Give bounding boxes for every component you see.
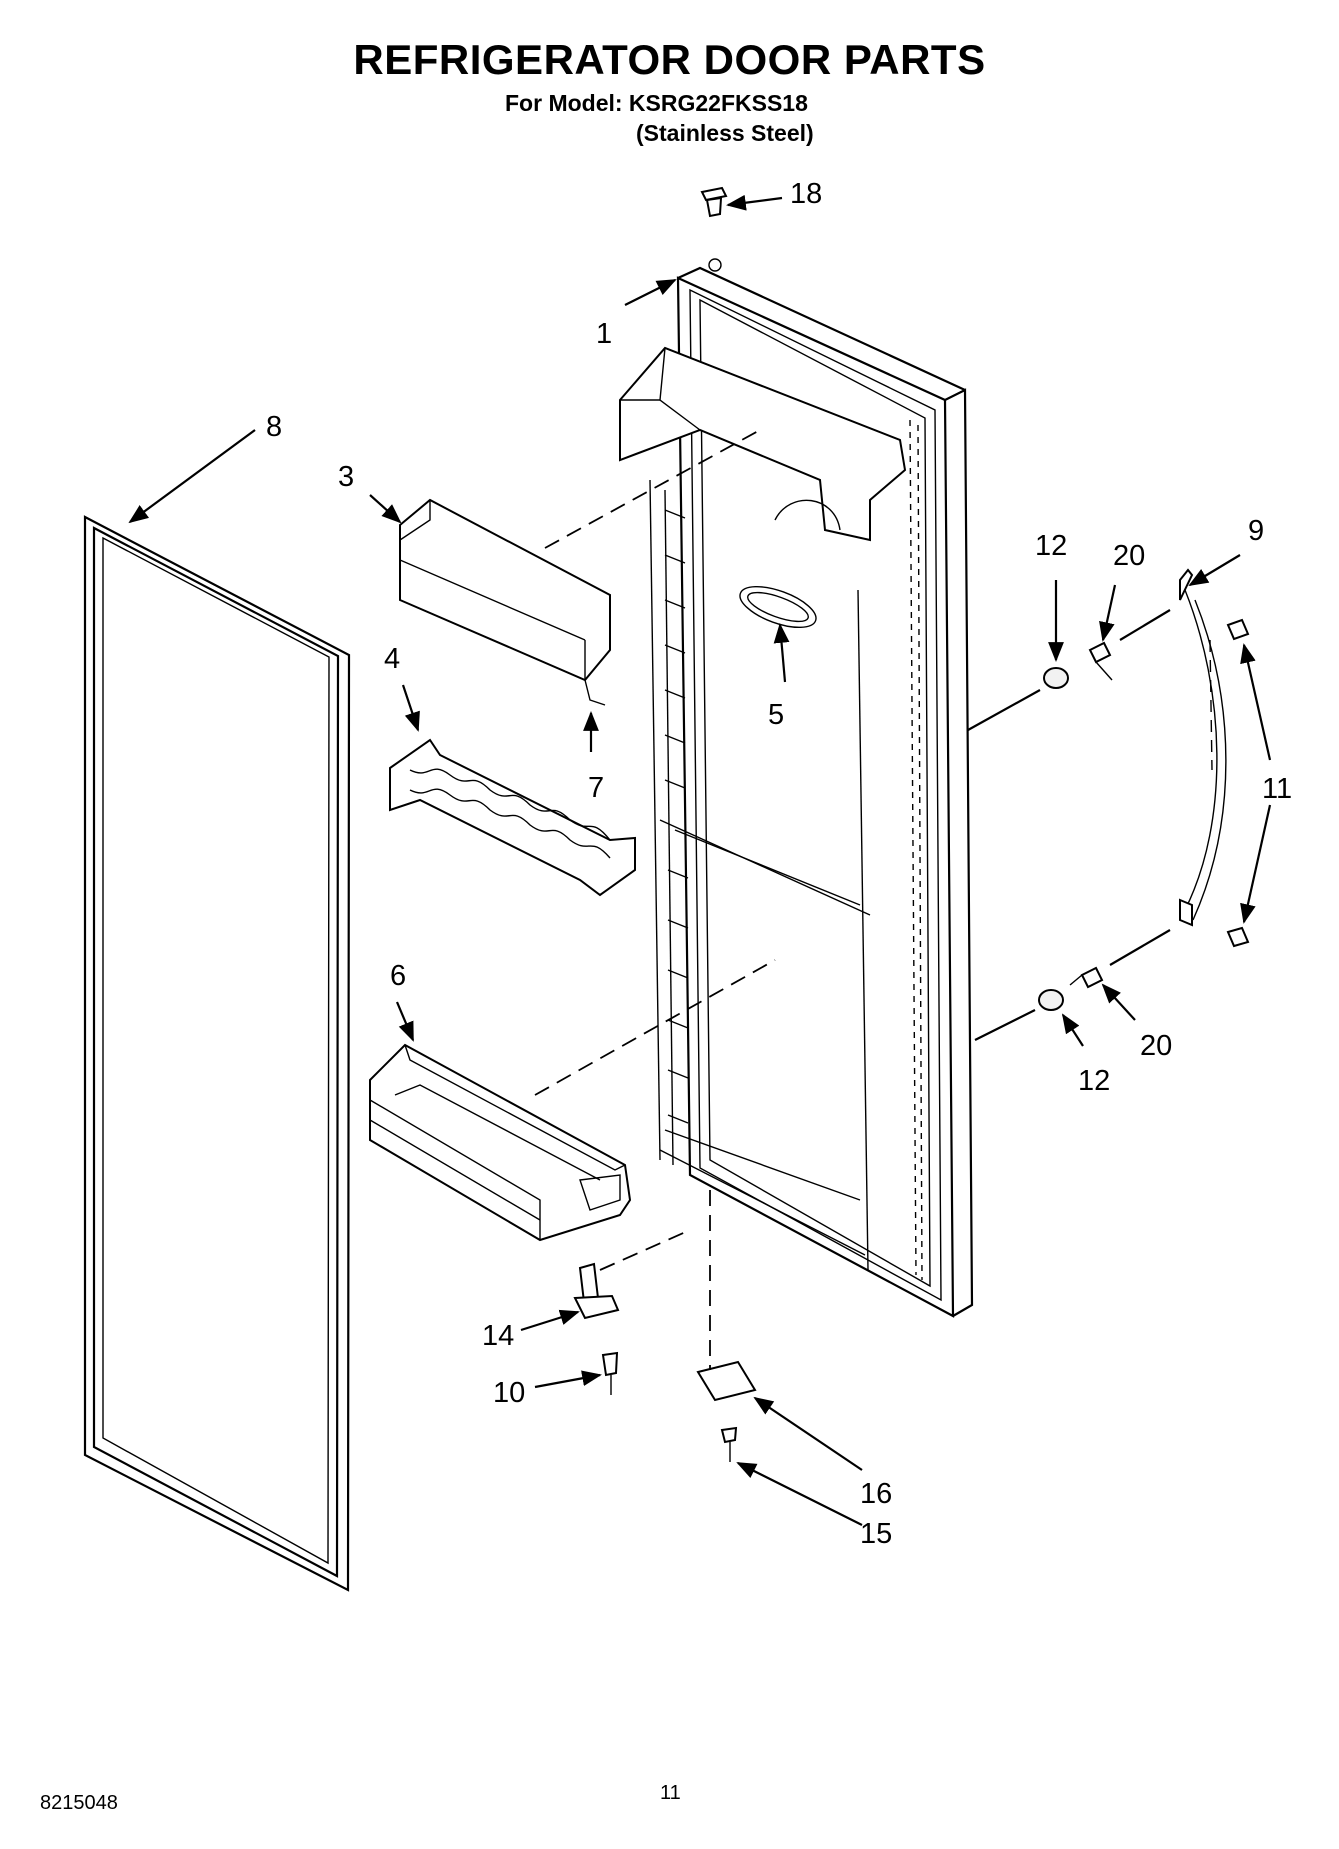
- callout-16: 16: [860, 1478, 892, 1510]
- document-number: 8215048: [40, 1792, 118, 1814]
- callout-11: 11: [1262, 773, 1292, 805]
- callout-6: 6: [390, 960, 406, 992]
- callout-labels: 18 1 8 3 4 7 5 6 9 12 20 11 12 20 14 10 …: [266, 178, 1292, 1550]
- callout-12a: 12: [1035, 530, 1067, 562]
- callout-7: 7: [588, 772, 604, 804]
- callout-20b: 20: [1140, 1030, 1172, 1062]
- callout-18: 18: [790, 178, 822, 210]
- page-number: 11: [660, 1782, 681, 1804]
- can-rack: [389, 738, 636, 897]
- door-handle: [1179, 568, 1227, 927]
- callout-3: 3: [338, 461, 354, 493]
- model-line: For Model: KSRG22FKSS18: [505, 90, 808, 116]
- door-bin: [369, 1043, 632, 1242]
- callout-arrows: [128, 194, 1272, 1526]
- callout-5: 5: [768, 699, 784, 731]
- callout-9: 9: [1248, 515, 1264, 547]
- door-gasket: [83, 515, 351, 1592]
- hardware: [573, 186, 1250, 1462]
- callout-15: 15: [860, 1518, 892, 1550]
- page-title: REFRIGERATOR DOOR PARTS: [353, 36, 986, 83]
- callout-4: 4: [384, 643, 400, 675]
- callout-12b: 12: [1078, 1065, 1110, 1097]
- assembly-lines: [534, 429, 1171, 1370]
- callout-14: 14: [482, 1320, 514, 1352]
- callout-8: 8: [266, 411, 282, 443]
- dispenser-cover: [399, 498, 611, 706]
- callout-1: 1: [596, 318, 612, 350]
- callout-20a: 20: [1113, 540, 1145, 572]
- callout-10: 10: [493, 1377, 525, 1409]
- finish-line: (Stainless Steel): [636, 120, 814, 146]
- door-assembly: [619, 258, 974, 1318]
